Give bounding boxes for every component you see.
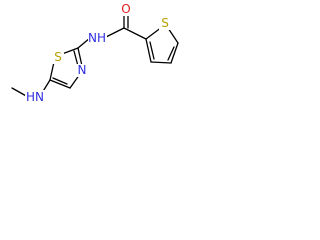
chemical-structure-diagram: NH O S S N HN [11, 2, 179, 104]
atom-o-carbonyl-label: O [121, 2, 130, 16]
atom-s-thiophene: S [159, 16, 171, 30]
atom-n-thiazole: N [76, 63, 88, 77]
atom-s-thiazole: S [52, 50, 64, 64]
bond-thiophene-c4-c5-inner [167, 46, 175, 61]
bond-thiophene-s-c5 [167, 27, 179, 44]
bond-thiophene-c5-c4 [170, 42, 179, 64]
bond-thiophene-c2-c3-inner [149, 41, 155, 60]
atom-s-thiazole-label: S [54, 50, 62, 64]
atom-n-thiazole-label: N [78, 63, 87, 77]
atom-o-carbonyl: O [120, 2, 132, 16]
bond-thiazole-c2-n [77, 47, 83, 67]
atom-n-methylamino: HN [25, 90, 45, 104]
atom-s-thiophene-label: S [161, 16, 169, 30]
bond-thiazole-c4-c5-inner [52, 77, 68, 85]
atom-n-methylamino-label: HN [26, 90, 44, 104]
bond-thiazole-c5-s [49, 61, 55, 81]
atom-nh-amide: NH [88, 31, 107, 45]
bond-thiophene-c4-c3 [150, 61, 172, 64]
bond-thiazole-c2-n-inner [73, 50, 79, 67]
bond-carbonyl-thiophene [123, 27, 147, 40]
bond-thiophene-c3-c2 [145, 38, 152, 63]
atom-labels: NH O S S N HN [25, 2, 171, 104]
atom-nh-amide-label: NH [88, 31, 106, 45]
bond-nh-carbonyl [103, 27, 125, 39]
bonds [11, 13, 179, 98]
bond-thiazole-c4-c5 [49, 79, 71, 89]
bond-thiazole-s-c2 [61, 47, 79, 55]
